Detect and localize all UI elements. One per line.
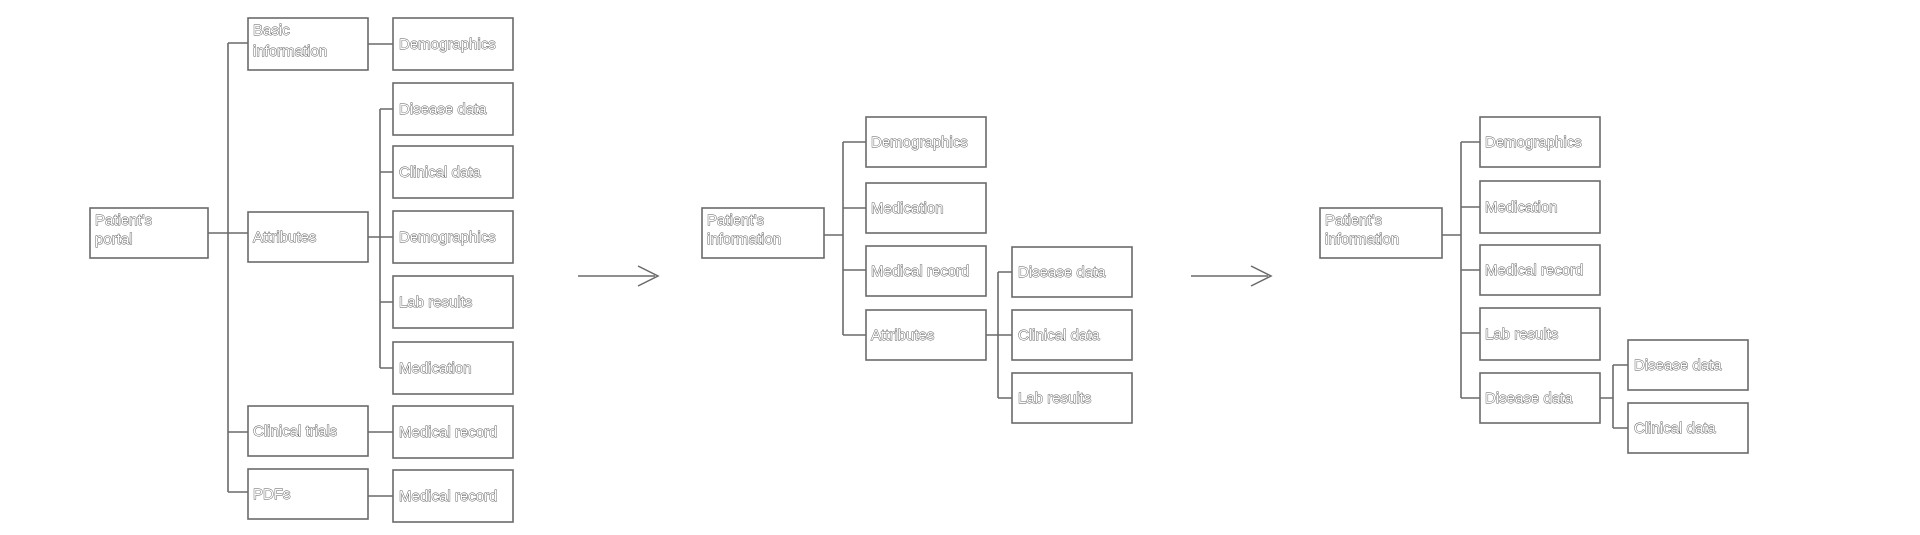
d2-root-label-line-2: information <box>707 231 781 248</box>
d1-root-node: Patient's portal <box>89 207 209 259</box>
d1-leaf-label: Demographics <box>399 229 496 246</box>
d1-group-pdfs: PDFs <box>247 468 369 520</box>
d1-group-label-basic-line-1: Basic <box>253 22 290 39</box>
d1-group-label-basic-line-2: information <box>253 43 327 60</box>
d3-item-demographics: Demographics <box>1479 116 1601 168</box>
d1-leaf-label: Lab results <box>399 294 472 311</box>
d1-group-label-clinical-trials: Clinical trials <box>253 423 337 440</box>
d1-root-connector <box>208 42 248 493</box>
diagram-1-patient-portal: Patient's portal Basic information Attri… <box>89 17 514 523</box>
d1-group-clinical-trials: Clinical trials <box>247 405 369 457</box>
d2-item-demographics: Demographics <box>865 116 987 168</box>
d1-leaf-label: Demographics <box>399 36 496 53</box>
d1-leaf-medical-record-trials: Medical record <box>392 405 514 459</box>
flow-arrow-2 <box>1191 265 1273 287</box>
d2-sub-clinical-data: Clinical data <box>1011 309 1133 361</box>
d3-item-medical-record: Medical record <box>1479 244 1601 296</box>
d3-item-medication: Medication <box>1479 180 1601 234</box>
d3-root-connector <box>1442 141 1480 399</box>
d2-item-medication: Medication <box>865 182 987 234</box>
diagram-2-patient-information: Patient's information Demographics Medic… <box>701 116 1133 424</box>
d3-root-label-line-2: information <box>1325 231 1399 248</box>
d3-root-label-line-1: Patient's <box>1325 212 1382 229</box>
d3-item-label: Medication <box>1485 199 1558 216</box>
d2-item-label: Medication <box>871 200 944 217</box>
flow-arrow-1 <box>578 265 660 287</box>
d3-sub-label: Clinical data <box>1634 420 1716 437</box>
d2-item-label: Demographics <box>871 134 968 151</box>
d1-leaf-medication: Medication <box>392 341 514 395</box>
d3-sub-label: Disease data <box>1634 357 1722 374</box>
d1-group-basic-information: Basic information <box>247 17 369 71</box>
d1-group-attributes: Attributes <box>247 211 369 263</box>
d3-item-label: Demographics <box>1485 134 1582 151</box>
d1-leaf-disease-data: Disease data <box>392 82 514 136</box>
d2-attributes-connector <box>986 271 1012 399</box>
d3-root-node: Patient's information <box>1319 207 1443 259</box>
diagram-3-patient-information: Patient's information Demographics Medic… <box>1319 116 1749 454</box>
d3-disease-connector <box>1600 364 1628 429</box>
d1-attributes-connector <box>368 108 393 369</box>
d1-leaf-demographics-attributes: Demographics <box>392 210 514 264</box>
d1-leaf-label: Disease data <box>399 101 487 118</box>
d2-sub-disease-data: Disease data <box>1011 246 1133 298</box>
d2-root-node: Patient's information <box>701 207 825 259</box>
d1-leaf-demographics-basic: Demographics <box>392 17 514 71</box>
d3-item-label: Disease data <box>1485 390 1573 407</box>
d1-leaf-medical-record-pdfs: Medical record <box>392 469 514 523</box>
d1-leaf-lab-results: Lab results <box>392 275 514 329</box>
d1-leaf-label: Clinical data <box>399 164 481 181</box>
d3-item-label: Medical record <box>1485 262 1583 279</box>
d1-root-label-line-1: Patient's <box>95 212 152 229</box>
d1-leaf-label: Medical record <box>399 488 497 505</box>
d2-item-attributes: Attributes <box>865 309 987 361</box>
d2-root-connector <box>824 141 866 336</box>
d1-root-label-line-2: portal <box>95 231 133 248</box>
d3-item-label: Lab results <box>1485 326 1558 343</box>
d2-sub-label: Disease data <box>1018 264 1106 281</box>
d2-sub-lab-results: Lab results <box>1011 372 1133 424</box>
d3-sub-clinical-data: Clinical data <box>1627 402 1749 454</box>
d2-item-label: Attributes <box>871 327 934 344</box>
d2-item-medical-record: Medical record <box>865 245 987 297</box>
d1-leaf-label: Medication <box>399 360 472 377</box>
d2-sub-label: Clinical data <box>1018 327 1100 344</box>
d1-group-label-pdfs: PDFs <box>253 486 291 503</box>
d3-sub-disease-data: Disease data <box>1627 339 1749 391</box>
d2-root-label-line-1: Patient's <box>707 212 764 229</box>
d2-item-label: Medical record <box>871 263 969 280</box>
d3-item-lab-results: Lab results <box>1479 307 1601 361</box>
d1-leaf-label: Medical record <box>399 424 497 441</box>
d1-group-label-attributes: Attributes <box>253 229 316 246</box>
d3-item-disease-data: Disease data <box>1479 372 1601 424</box>
d2-sub-label: Lab results <box>1018 390 1091 407</box>
d1-leaf-clinical-data: Clinical data <box>392 145 514 199</box>
